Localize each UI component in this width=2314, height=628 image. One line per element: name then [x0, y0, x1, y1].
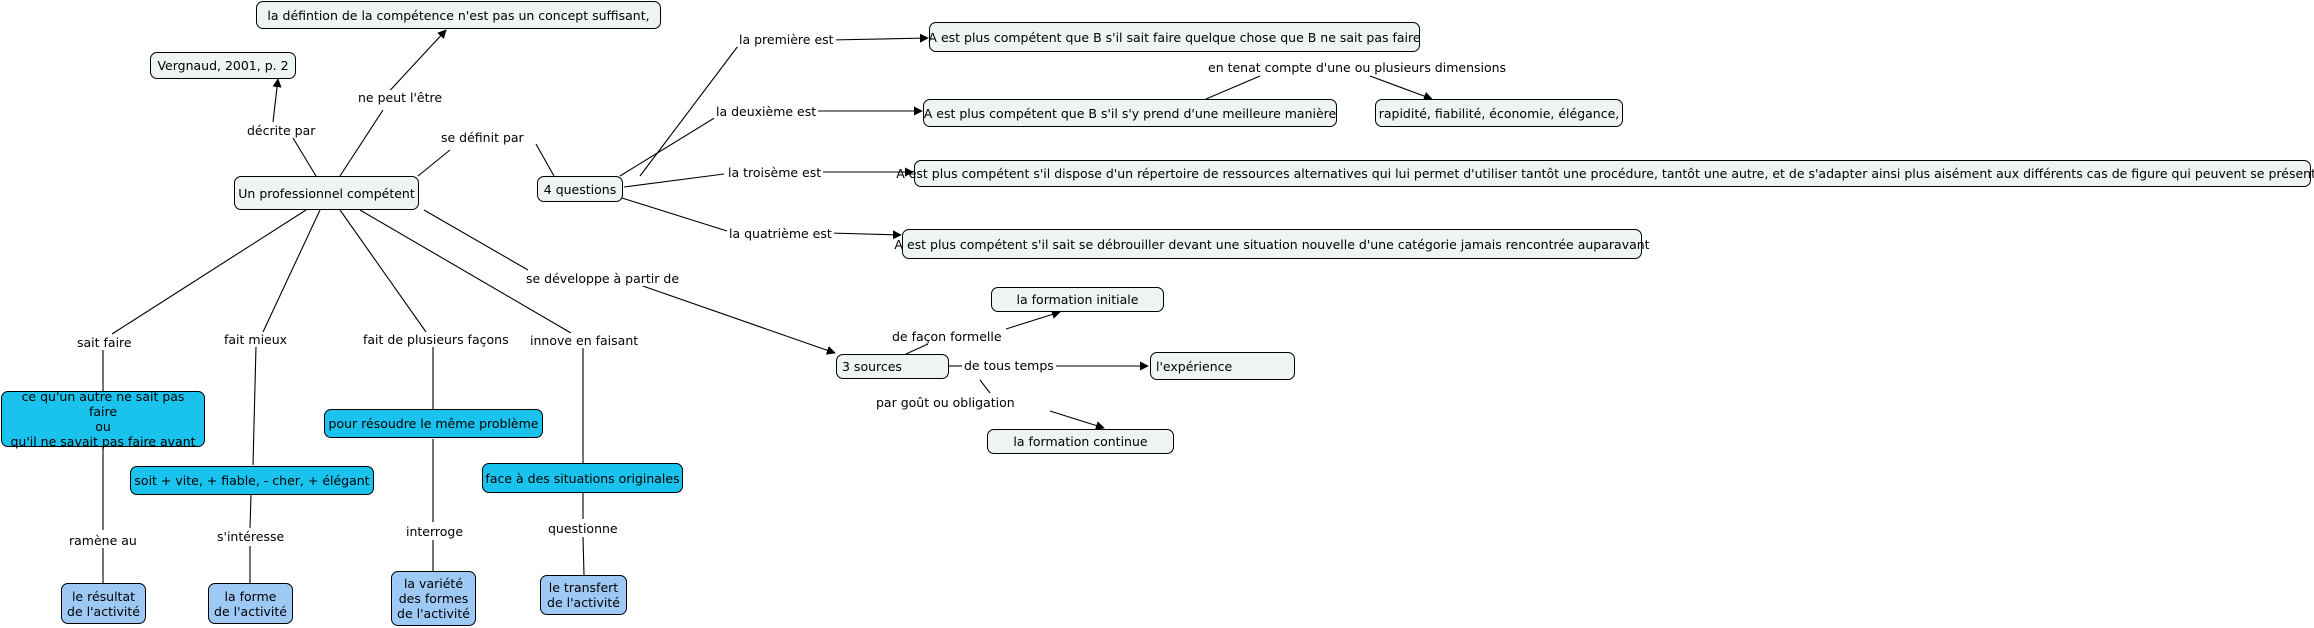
line-decrite — [292, 137, 317, 177]
node-probleme[interactable]: pour résoudre le même problème — [324, 409, 543, 438]
label-fait-mieux: fait mieux — [222, 332, 290, 347]
node-q2[interactable]: A est plus compétent que B s'il s'y pren… — [923, 99, 1337, 127]
line-premiere — [639, 45, 739, 177]
line-plusieurs — [339, 209, 427, 333]
label-tous-temps: de tous temps — [962, 358, 1056, 373]
line-se-definit — [417, 149, 451, 177]
node-professionnel[interactable]: Un professionnel compétent — [234, 176, 419, 210]
label-gout: par goût ou obligation — [874, 395, 1017, 410]
label-sait-faire: sait faire — [75, 335, 134, 350]
line-innove — [359, 209, 572, 334]
node-definition[interactable]: la défintion de la compétence n'est pas … — [256, 1, 661, 29]
label-dimensions: en tenat compte d'une ou plusieurs dimen… — [1206, 60, 1509, 75]
line-questionne-b — [582, 536, 585, 576]
line-troisieme — [623, 173, 725, 188]
node-originales[interactable]: face à des situations originales — [482, 463, 683, 493]
node-variete[interactable]: la variété des formes de l'activité — [391, 571, 476, 626]
node-experience[interactable]: l'expérience — [1150, 352, 1295, 380]
line-se-definit-b — [535, 143, 555, 177]
label-decrite-par: décrite par — [245, 123, 318, 138]
line-premiere-arrow — [829, 33, 929, 43]
label-interesse: s'intéresse — [215, 529, 287, 544]
line-dimensions-b — [1369, 75, 1433, 101]
label-deuxieme: la deuxième est — [714, 104, 819, 119]
node-transfert[interactable]: le transfert de l'activité — [540, 575, 627, 615]
node-dimensions[interactable]: rapidité, fiabilité, économie, élégance, — [1375, 99, 1623, 127]
node-resultat[interactable]: le résultat de l'activité — [61, 583, 146, 624]
line-gout-arrow — [1049, 410, 1105, 430]
node-autre[interactable]: ce qu'un autre ne sait pas faire ou qu'i… — [1, 389, 205, 449]
line-deuxieme — [619, 116, 717, 177]
line-se-developpe-arrow — [639, 284, 836, 355]
label-ne-peut: ne peut l'être — [356, 90, 445, 105]
line-fait-mieux — [262, 209, 321, 333]
label-formelle: de façon formelle — [890, 329, 1004, 344]
label-quatrieme: la quatrième est — [727, 226, 834, 241]
label-troisieme: la troisème est — [726, 165, 824, 180]
node-3-sources[interactable]: 3 sources — [836, 354, 949, 379]
line-gout — [979, 379, 991, 394]
line-ne-peut — [339, 109, 384, 177]
node-forme[interactable]: la forme de l'activité — [208, 583, 293, 624]
line-interesse — [249, 494, 252, 529]
label-se-developpe: se développe à partir de — [524, 271, 682, 286]
node-q3[interactable]: A est plus compétent s'il dispose d'un r… — [896, 160, 2314, 187]
node-q4[interactable]: A est plus compétent s'il sait se débrou… — [894, 229, 1650, 259]
line-decrite-arrow — [272, 78, 282, 123]
node-4-questions[interactable]: 4 questions — [537, 176, 623, 202]
label-plusieurs-facons: fait de plusieurs façons — [361, 332, 511, 347]
label-ramene: ramène au — [67, 533, 139, 548]
label-se-definit-par: se définit par — [439, 130, 526, 145]
node-vite[interactable]: soit + vite, + fiable, - cher, + élégant — [130, 466, 374, 495]
line-quatrieme-arrow — [828, 230, 902, 240]
node-formation-initiale[interactable]: la formation initiale — [991, 287, 1164, 312]
node-vergnaud[interactable]: Vergnaud, 2001, p. 2 — [150, 52, 296, 79]
line-formelle-arrow — [1005, 310, 1061, 330]
label-interroge: interroge — [404, 524, 466, 539]
node-q1[interactable]: A est plus compétent que B s'il sait fai… — [928, 22, 1421, 52]
node-formation-continue[interactable]: la formation continue — [987, 429, 1174, 454]
line-ne-peut-arrow — [382, 29, 447, 99]
line-sait-faire — [111, 209, 307, 335]
line-quatrieme — [621, 197, 728, 232]
line-dimensions-a — [1205, 75, 1261, 100]
line-fait-mieux-b — [252, 345, 257, 466]
line-se-developpe — [423, 209, 529, 271]
line-formelle — [905, 343, 929, 355]
label-questionne: questionne — [546, 521, 620, 536]
label-premiere: la première est — [737, 32, 836, 47]
label-innove: innove en faisant — [528, 333, 641, 348]
